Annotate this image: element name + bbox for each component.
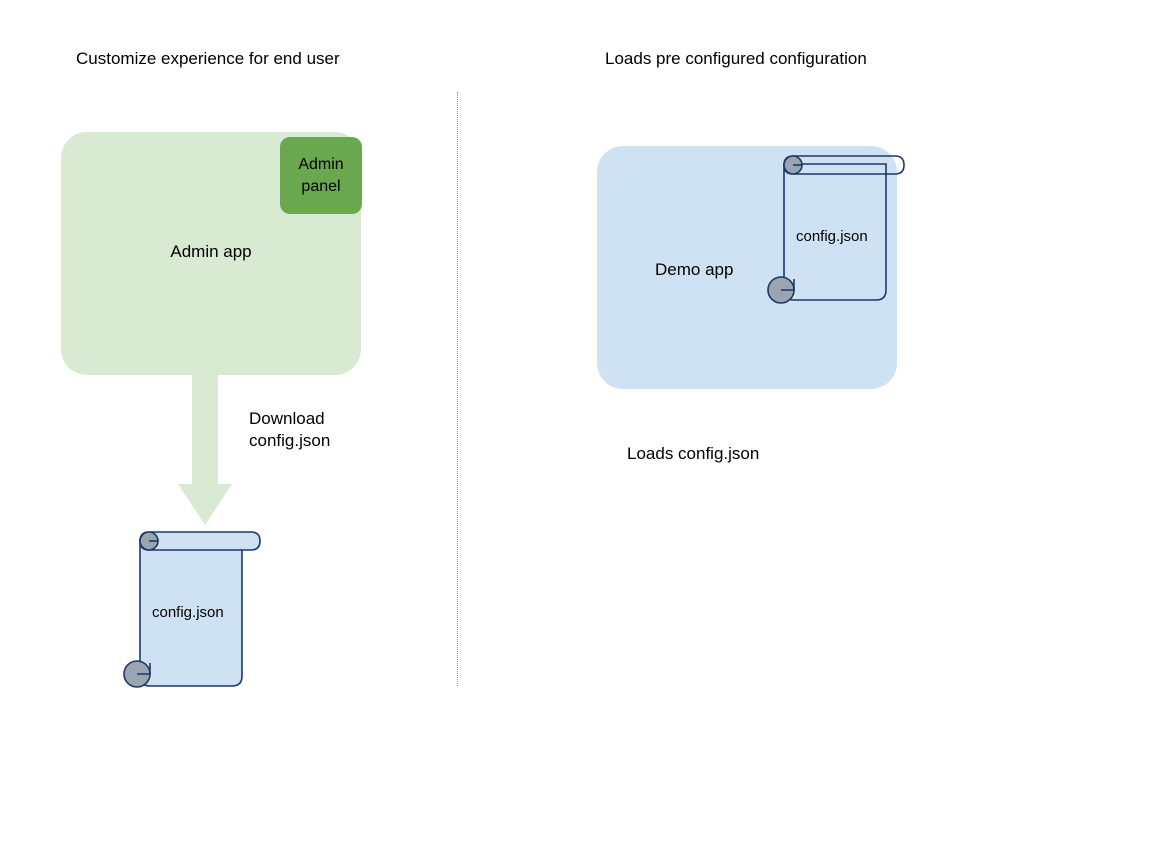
admin-panel-badge[interactable]: Admin panel (280, 137, 362, 214)
loads-config-caption: Loads config.json (627, 444, 760, 463)
config-json-document-left[interactable] (118, 526, 270, 694)
download-arrow-icon (178, 374, 232, 526)
config-json-label-left: config.json (152, 604, 224, 621)
config-json-document-right[interactable] (762, 150, 914, 318)
demo-app-label: Demo app (655, 260, 734, 279)
download-arrow-label-line2: config.json (249, 431, 331, 450)
left-panel-heading: Customize experience for end user (76, 49, 340, 68)
panel-divider (457, 92, 459, 686)
config-json-label-right: config.json (796, 228, 868, 245)
download-arrow-label-line1: Download (249, 409, 325, 428)
admin-app-label: Admin app (170, 242, 252, 261)
download-arrow-label: Download config.json (249, 408, 330, 452)
right-panel-heading: Loads pre configured configuration (605, 49, 867, 68)
demo-app-box: Demo app (597, 146, 897, 389)
